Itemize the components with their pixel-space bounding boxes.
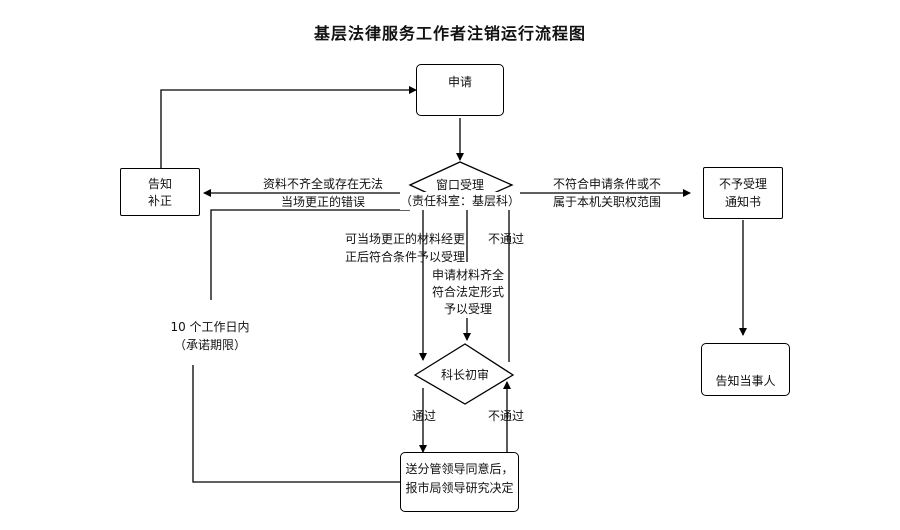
edge-correctable-1: 可当场更正的材料经更 bbox=[344, 232, 465, 246]
window-label-2: （责任科室：基层科） bbox=[400, 192, 521, 210]
reject-notice-label-2: 通知书 bbox=[724, 195, 761, 209]
edge-fail-top: 不通过 bbox=[487, 232, 524, 246]
edge-correctable-2: 正后符合条件予以受理 bbox=[344, 250, 465, 264]
notify-fix-label-1: 告知 bbox=[147, 177, 172, 191]
inform-party-label: 告知当事人 bbox=[715, 374, 776, 388]
apply-label: 申请 bbox=[447, 75, 472, 89]
edge-complete-3: 予以受理 bbox=[443, 302, 492, 316]
edge-not-eligible-1: 不符合申请条件或不 bbox=[552, 177, 661, 191]
inform-party-box: 告知当事人 bbox=[701, 343, 790, 396]
apply-box: 申请 bbox=[416, 64, 504, 116]
chief-label: 科长初审 bbox=[440, 368, 489, 382]
arrow-fix-to-apply bbox=[160, 86, 417, 170]
edge-incomplete-1: 资料不齐全或存在无法 bbox=[262, 177, 383, 191]
notify-fix-box: 告知 补正 bbox=[120, 168, 200, 216]
line-deadline-top bbox=[210, 209, 410, 300]
edge-complete-1: 申请材料齐全 bbox=[431, 268, 504, 282]
edge-deadline-2: （承诺期限） bbox=[173, 338, 246, 352]
window-label-1: 窗口受理 bbox=[435, 178, 484, 192]
leader-box: 送分管领导同意后， 报市局领导研究决定 bbox=[400, 452, 519, 512]
line-deadline-bottom bbox=[192, 365, 400, 483]
edge-incomplete-2: 当场更正的错误 bbox=[280, 195, 365, 209]
edge-complete-2: 符合法定形式 bbox=[431, 285, 504, 299]
edge-fail-bottom: 不通过 bbox=[487, 409, 524, 423]
leader-label-1: 送分管领导同意后， bbox=[405, 462, 514, 476]
notify-fix-label-2: 补正 bbox=[147, 194, 172, 208]
edge-pass: 通过 bbox=[411, 409, 436, 423]
leader-label-2: 报市局领导研究决定 bbox=[405, 481, 514, 495]
chief-diamond bbox=[413, 343, 515, 405]
edge-not-eligible-2: 属于本机关职权范围 bbox=[552, 195, 661, 209]
page-title: 基层法律服务工作者注销运行流程图 bbox=[313, 24, 586, 43]
reject-notice-box: 不予受理 通知书 bbox=[703, 167, 783, 219]
reject-notice-label-1: 不予受理 bbox=[718, 177, 767, 191]
edge-deadline-1: 10 个工作日内 bbox=[170, 320, 250, 334]
